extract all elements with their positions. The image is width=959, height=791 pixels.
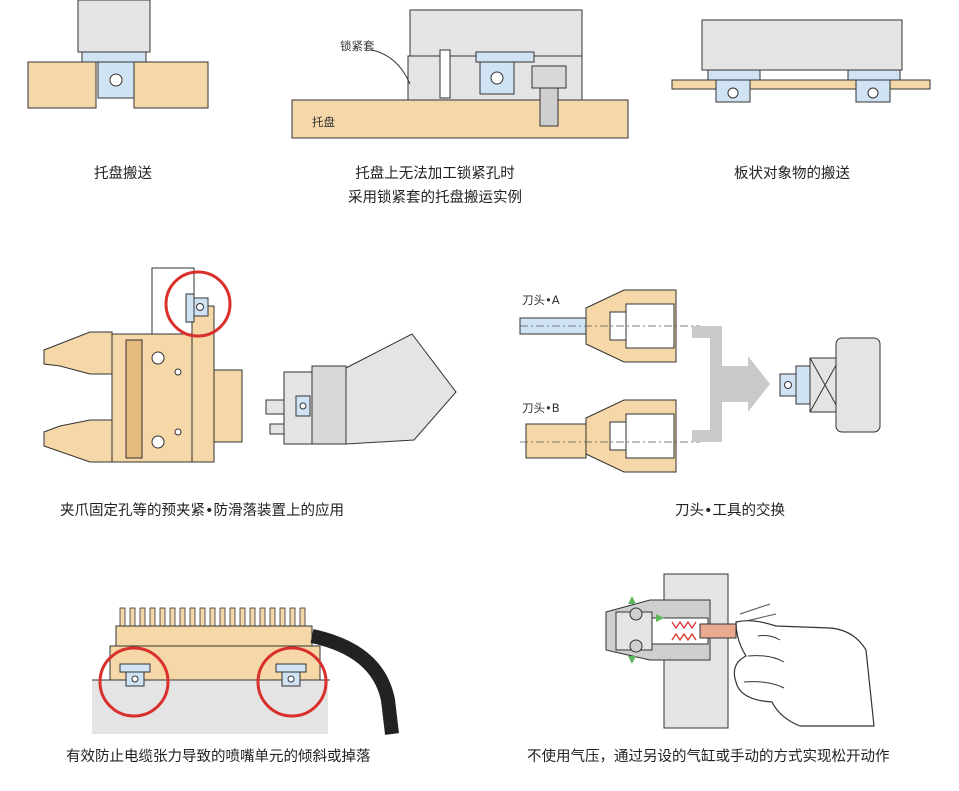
gripper-figure: [43, 267, 457, 463]
lock-sleeve-label: 锁紧套: [340, 39, 375, 53]
caption-nozzle-unit: 有效防止电缆张力导致的喷嘴单元的倾斜或掉落: [66, 749, 371, 765]
caption-pallet-transfer: 托盘搬送: [94, 166, 152, 182]
caption-gripper: 夹爪固定孔等的预夹紧•防滑落装置上的应用: [60, 503, 345, 519]
lock-sleeve-figure: [291, 9, 629, 139]
pallet-label: 托盘: [312, 115, 335, 129]
caption-lock-sleeve-line1: 托盘上无法加工锁紧孔时: [355, 166, 515, 182]
tool-change-figure: [519, 289, 881, 473]
manual-release-figure: [605, 573, 875, 729]
nozzle-teeth: [119, 607, 306, 627]
caption-lock-sleeve-line2: 采用锁紧套的托盘搬运实例: [348, 190, 522, 206]
caption-plate-transfer: 板状对象物的搬送: [734, 166, 850, 182]
nozzle-unit-figure: [92, 607, 399, 735]
tool-b-label: 刀头•B: [522, 401, 560, 415]
plate-transfer-figure: [671, 19, 931, 103]
caption-tool-change: 刀头•工具的交换: [674, 503, 786, 519]
tool-a-label: 刀头•A: [522, 293, 560, 307]
pallet-transfer-figure: [27, 0, 209, 109]
caption-manual-release: 不使用气压，通过另设的气缸或手动的方式实现松开动作: [527, 749, 890, 765]
